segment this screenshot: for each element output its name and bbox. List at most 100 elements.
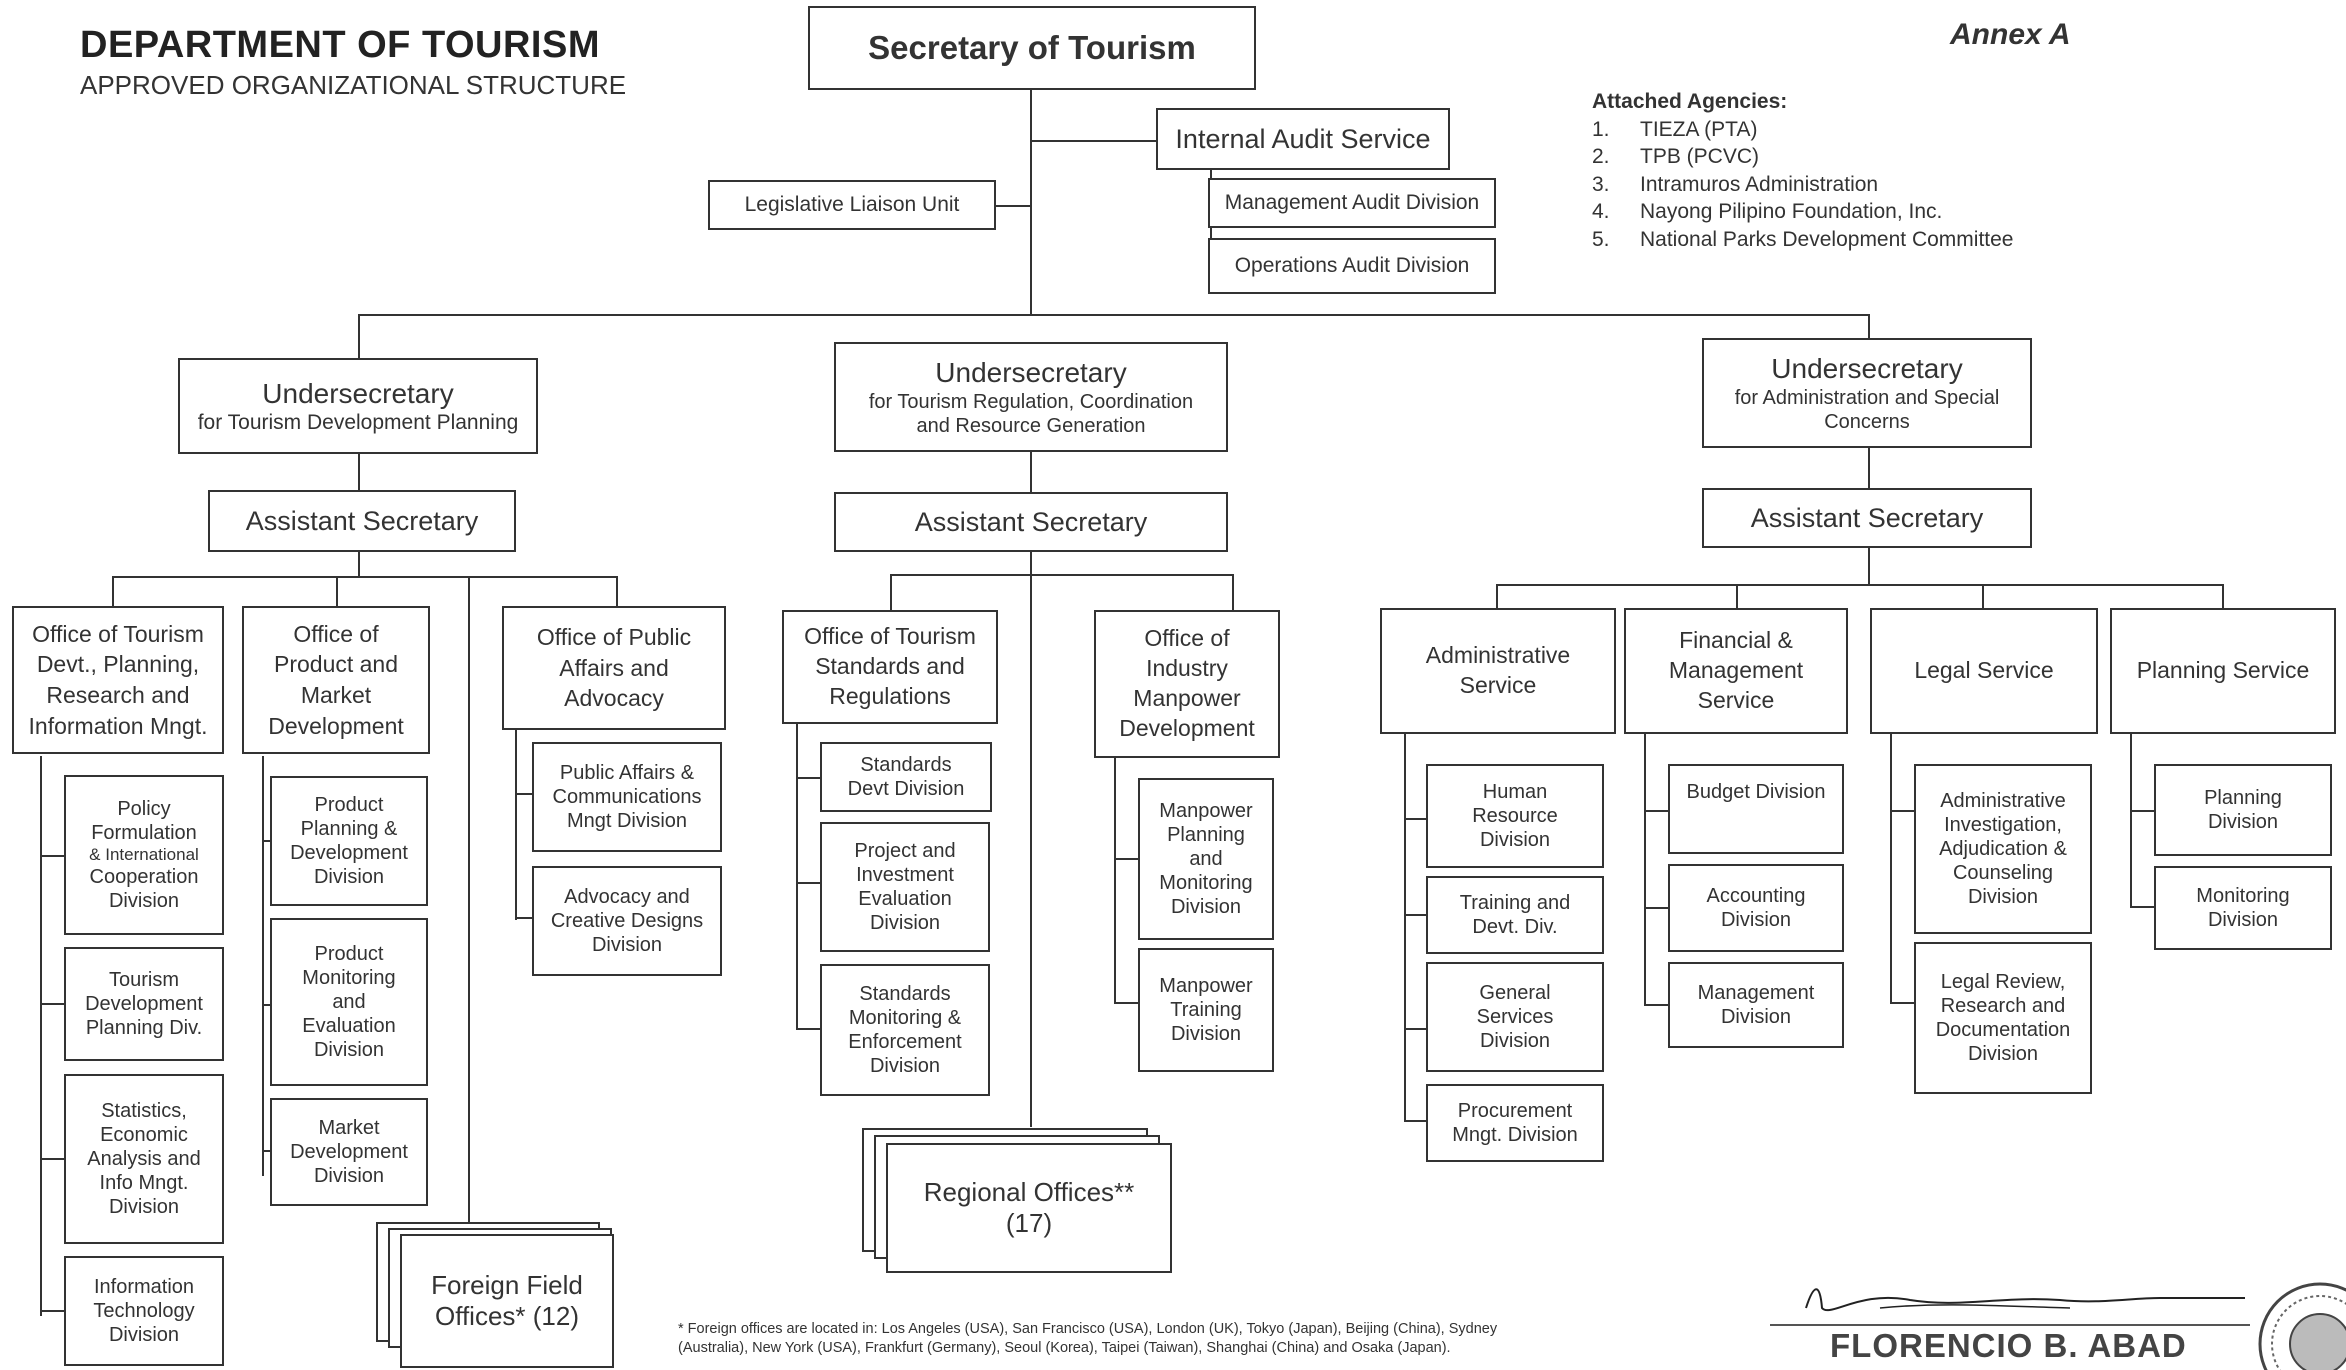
- agencies-heading: Attached Agencies:: [1592, 90, 1788, 113]
- signer-name: FLORENCIO B. ABAD: [1830, 1327, 2187, 1364]
- attached-agencies: Attached Agencies: 1.TIEZA (PTA) 2.TPB (…: [1592, 88, 2014, 253]
- connector: [1404, 818, 1428, 820]
- operations-audit-box: Operations Audit Division: [1208, 238, 1496, 294]
- agency-item: 2.TPB (PCVC): [1592, 145, 1760, 168]
- usec-regulation-box: Undersecretary for Tourism Regulation, C…: [834, 342, 1228, 452]
- connector: [468, 576, 470, 1226]
- legal-service-box: Legal Service: [1870, 608, 2098, 734]
- asec-left-box: Assistant Secretary: [208, 490, 516, 552]
- connector: [336, 576, 338, 606]
- connector: [890, 574, 1234, 576]
- management-audit-box: Management Audit Division: [1208, 178, 1496, 228]
- connector: [2222, 584, 2224, 608]
- page-title: DEPARTMENT OF TOURISM: [80, 24, 600, 66]
- connector: [796, 882, 820, 884]
- connector: [890, 574, 892, 610]
- connector: [1404, 1028, 1428, 1030]
- connector: [40, 1310, 64, 1312]
- signature-line: [1770, 1324, 2250, 1326]
- internal-audit-box: Internal Audit Service: [1156, 108, 1450, 170]
- connector: [1736, 584, 1738, 608]
- page-subtitle: APPROVED ORGANIZATIONAL STRUCTURE: [80, 70, 627, 100]
- footnote: * Foreign offices are located in: Los An…: [678, 1321, 1498, 1356]
- connector: [1496, 584, 1498, 608]
- connector: [358, 314, 360, 360]
- connector: [1644, 907, 1668, 909]
- connector: [1868, 548, 1870, 584]
- connector: [112, 576, 618, 578]
- agency-item: 5.National Parks Development Committee: [1592, 227, 2014, 251]
- connector: [40, 855, 64, 857]
- connector: [1890, 734, 1892, 1004]
- connector: [262, 756, 264, 1176]
- annex-label: Annex A: [1950, 18, 2071, 51]
- agency-item: 4.Nayong Pilipino Foundation, Inc.: [1592, 200, 1943, 223]
- connector: [796, 724, 798, 1030]
- agency-item: 3.Intramuros Administration: [1592, 172, 1879, 196]
- connector: [796, 777, 820, 779]
- usec-development-planning-box: Undersecretary for Tourism Development P…: [178, 358, 538, 454]
- planning-service-box: Planning Service: [2110, 608, 2336, 734]
- connector: [358, 452, 360, 492]
- connector: [40, 1158, 64, 1160]
- connector: [1114, 758, 1116, 1004]
- connector: [1982, 584, 1984, 608]
- connector: [40, 1003, 64, 1005]
- connector: [1868, 448, 1870, 488]
- connector: [2130, 810, 2154, 812]
- connector: [1404, 734, 1406, 1122]
- agency-item: 1.TIEZA (PTA): [1592, 117, 1758, 141]
- connector: [1890, 1002, 1914, 1004]
- connector: [262, 1004, 270, 1006]
- connector: [1232, 574, 1234, 610]
- usec-administration-box: Undersecretary for Administration and Sp…: [1702, 338, 2032, 448]
- regional-offices-box: Regional Offices**(17): [886, 1143, 1172, 1273]
- connector: [2130, 906, 2154, 908]
- connector: [1030, 452, 1032, 492]
- connector: [1644, 810, 1668, 812]
- connector: [358, 314, 1870, 316]
- connector: [515, 793, 532, 795]
- legislative-liaison-box: Legislative Liaison Unit: [708, 180, 996, 230]
- connector: [40, 756, 42, 1316]
- budget-division-box: Budget Division: [1668, 764, 1844, 854]
- connector: [2130, 734, 2132, 906]
- connector: [796, 1028, 820, 1030]
- connector: [515, 730, 517, 920]
- connector: [262, 1150, 270, 1152]
- connector: [1644, 1004, 1668, 1006]
- connector: [1030, 90, 1032, 315]
- secretary-box: Secretary of Tourism: [808, 6, 1256, 90]
- connector: [1644, 734, 1646, 1006]
- connector: [1890, 810, 1914, 812]
